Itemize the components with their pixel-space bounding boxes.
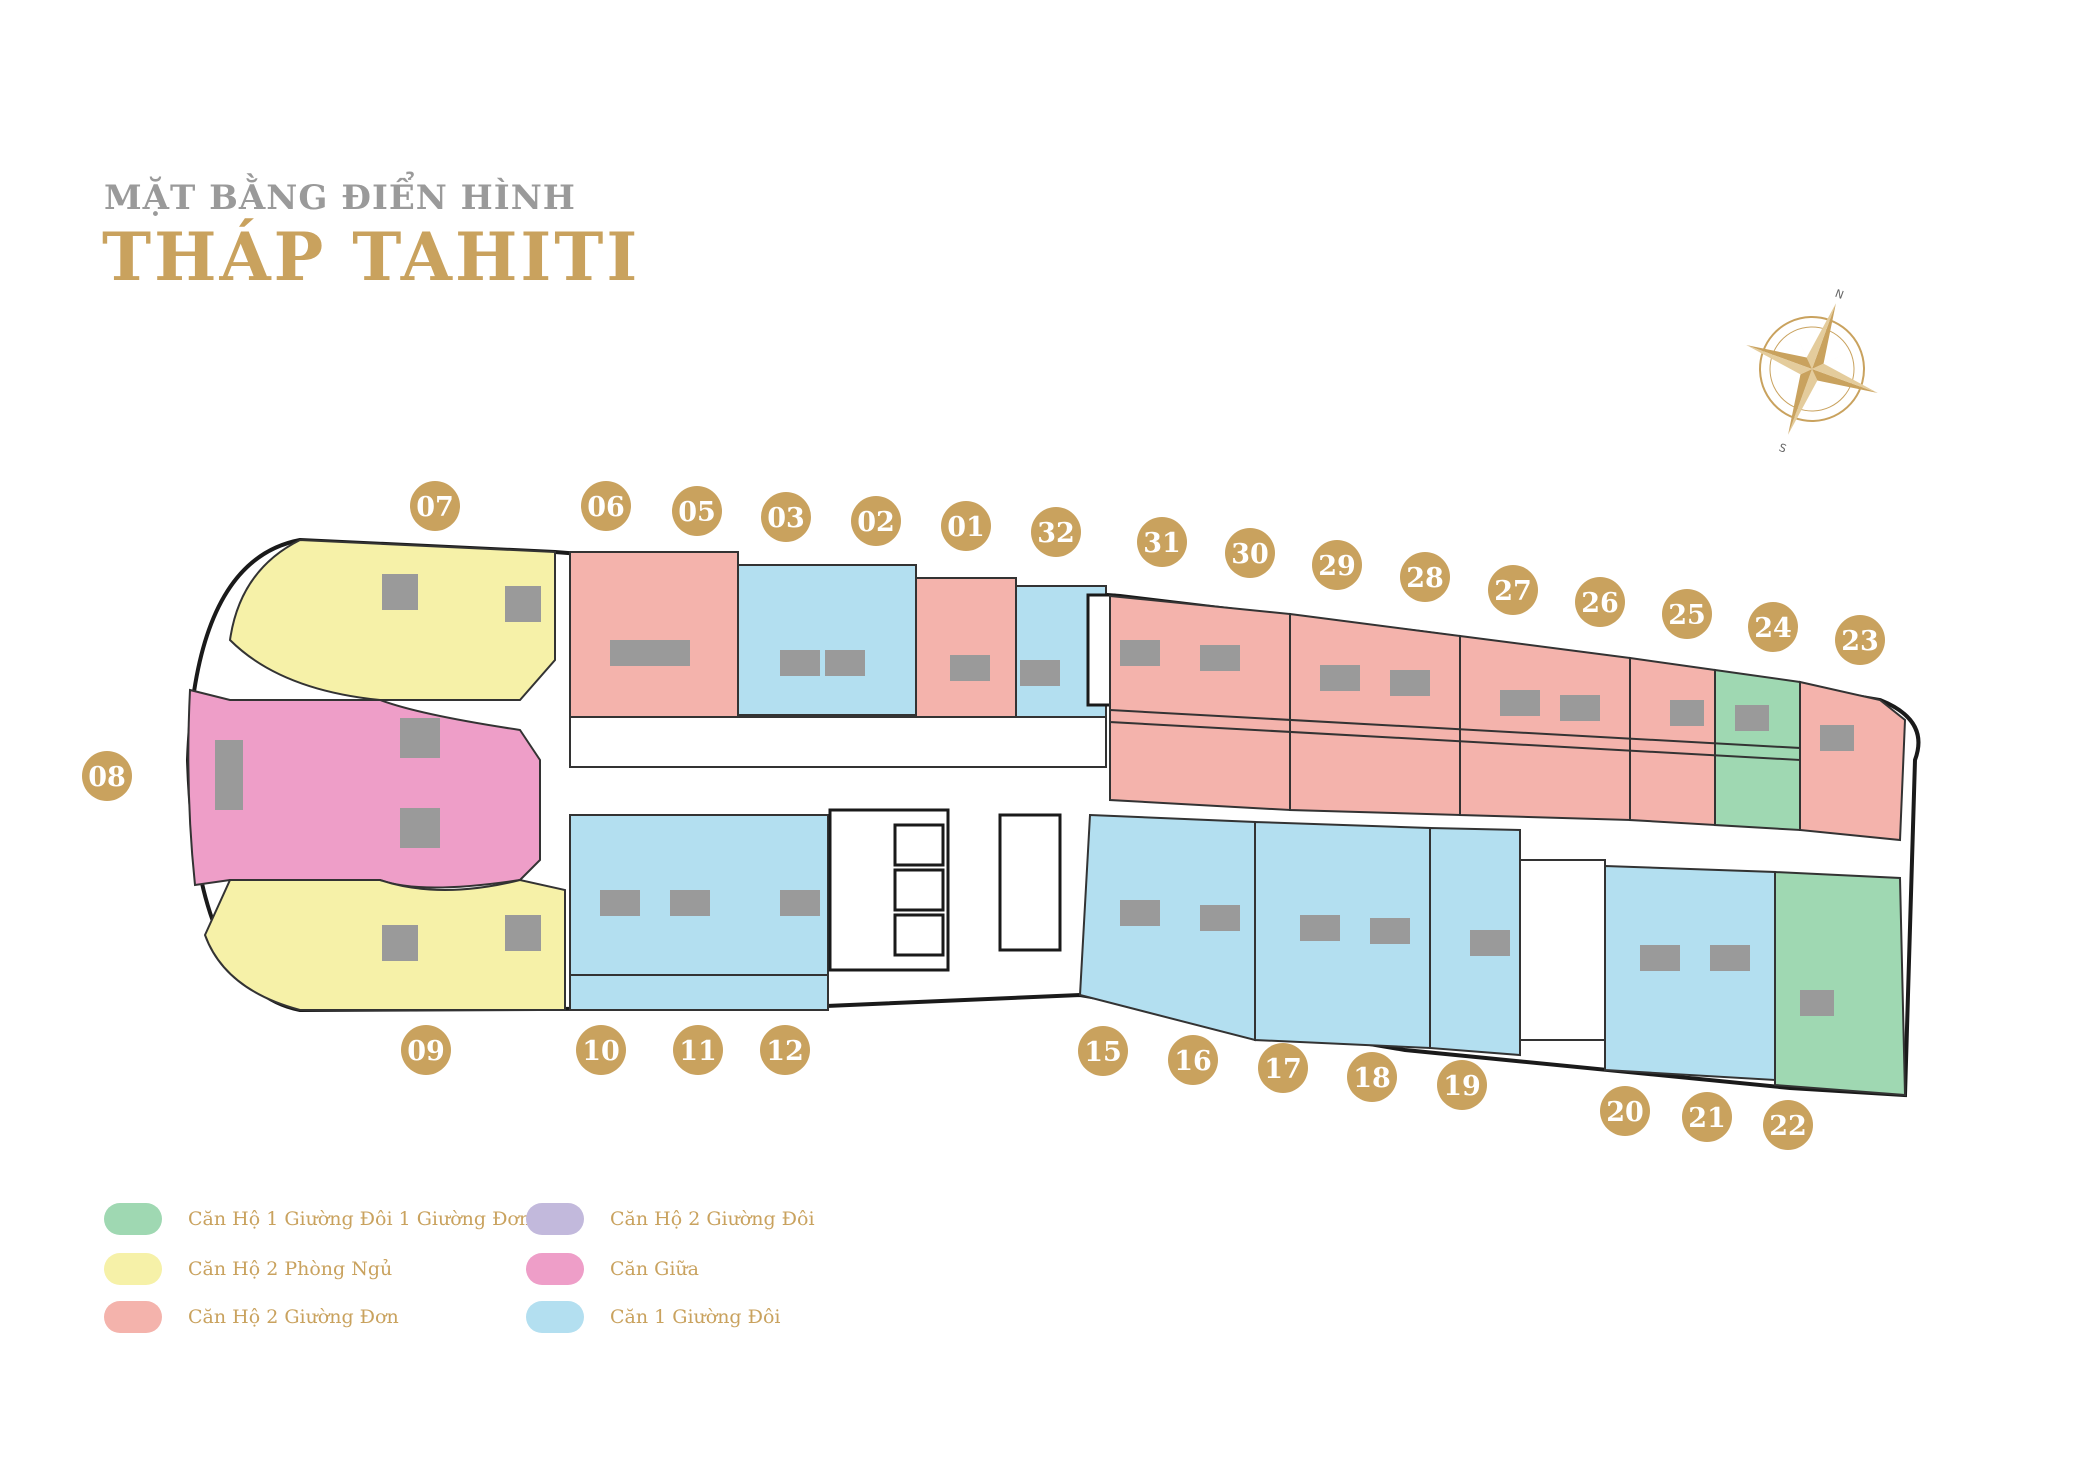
unit-label-20: 20 — [1606, 1097, 1644, 1128]
compass-rose-icon: N S — [1746, 287, 1878, 456]
unit-label-10: 10 — [582, 1036, 620, 1067]
legend-label: Căn Giữa — [610, 1258, 699, 1280]
unit-badge-18[interactable]: 18 — [1347, 1052, 1397, 1102]
legend-item-middle: Căn Giữa — [526, 1252, 699, 1286]
legend-item-2single: Căn Hộ 2 Giường Đơn — [104, 1300, 399, 1334]
unit-badge-05[interactable]: 05 — [672, 486, 722, 536]
unit-badge-02[interactable]: 02 — [851, 496, 901, 546]
legend-item-2bedroom: Căn Hộ 2 Phòng Ngủ — [104, 1252, 392, 1286]
unit-badge-03[interactable]: 03 — [761, 492, 811, 542]
furniture — [382, 574, 1854, 1016]
unit-label-09: 09 — [407, 1036, 445, 1067]
tower-title: THÁP TAHITI — [102, 218, 641, 296]
unit-badge-24[interactable]: 24 — [1748, 602, 1798, 652]
unit-badge-30[interactable]: 30 — [1225, 528, 1275, 578]
legend-item-1bed1single: Căn Hộ 1 Giường Đôi 1 Giường Đơn — [104, 1202, 531, 1236]
unit-badge-11[interactable]: 11 — [673, 1025, 723, 1075]
legend-item-1double: Căn 1 Giường Đôi — [526, 1300, 781, 1334]
dining-table — [215, 740, 243, 810]
unit-badge-32[interactable]: 32 — [1031, 507, 1081, 557]
unit-label-25: 25 — [1668, 600, 1706, 631]
unit-badge-07[interactable]: 07 — [410, 481, 460, 531]
legend-label: Căn Hộ 2 Giường Đơn — [188, 1306, 399, 1328]
legend-label: Căn 1 Giường Đôi — [610, 1306, 781, 1328]
unit-badge-21[interactable]: 21 — [1682, 1092, 1732, 1142]
unit-label-30: 30 — [1231, 539, 1269, 570]
legend-swatch-green — [104, 1203, 162, 1235]
unit-badge-09[interactable]: 09 — [401, 1025, 451, 1075]
unit-label-12: 12 — [766, 1036, 804, 1067]
unit-label-03: 03 — [767, 503, 805, 534]
unit-label-28: 28 — [1406, 563, 1444, 594]
unit-label-19: 19 — [1443, 1071, 1481, 1102]
unit-badge-29[interactable]: 29 — [1312, 540, 1362, 590]
unit-badge-17[interactable]: 17 — [1258, 1043, 1308, 1093]
unit-label-24: 24 — [1754, 613, 1792, 644]
zone-08 — [187, 688, 541, 889]
legend-swatch-yellow — [104, 1253, 162, 1285]
compass-north-label: N — [1833, 287, 1845, 302]
unit-badge-23[interactable]: 23 — [1835, 615, 1885, 665]
unit-label-17: 17 — [1264, 1054, 1302, 1085]
unit-label-26: 26 — [1581, 588, 1619, 619]
unit-label-31: 31 — [1143, 528, 1181, 559]
legend-label: Căn Hộ 1 Giường Đôi 1 Giường Đơn — [188, 1208, 532, 1230]
unit-badge-01[interactable]: 01 — [941, 501, 991, 551]
legend-swatch-pink — [526, 1253, 584, 1285]
north-row-west — [569, 551, 1107, 768]
unit-label-05: 05 — [678, 497, 716, 528]
unit-badge-10[interactable]: 10 — [576, 1025, 626, 1075]
unit-badge-31[interactable]: 31 — [1137, 517, 1187, 567]
unit-badge-27[interactable]: 27 — [1488, 565, 1538, 615]
plan-subtitle: MẶT BẰNG ĐIỂN HÌNH — [104, 178, 576, 218]
unit-badge-16[interactable]: 16 — [1168, 1035, 1218, 1085]
unit-label-06: 06 — [587, 492, 625, 523]
unit-label-02: 02 — [857, 507, 895, 538]
unit-badge-15[interactable]: 15 — [1078, 1026, 1128, 1076]
unit-badge-06[interactable]: 06 — [581, 481, 631, 531]
unit-label-23: 23 — [1841, 626, 1879, 657]
legend-swatch-blue — [526, 1301, 584, 1333]
compass-south-label: S — [1777, 441, 1788, 456]
unit-badge-08[interactable]: 08 — [82, 751, 132, 801]
unit-badge-26[interactable]: 26 — [1575, 577, 1625, 627]
unit-label-32: 32 — [1037, 518, 1075, 549]
unit-label-07: 07 — [416, 492, 454, 523]
unit-label-22: 22 — [1769, 1111, 1807, 1142]
unit-badge-22[interactable]: 22 — [1763, 1100, 1813, 1150]
legend-item-2double: Căn Hộ 2 Giường Đôi — [526, 1202, 815, 1236]
unit-badge-12[interactable]: 12 — [760, 1025, 810, 1075]
unit-badges: 07 06 05 03 02 01 32 31 30 29 28 27 26 2… — [82, 481, 1885, 1150]
legend-label: Căn Hộ 2 Phòng Ngủ — [188, 1258, 393, 1280]
legend-swatch-salmon — [104, 1301, 162, 1333]
legend-swatch-purple — [526, 1203, 584, 1235]
unit-badge-20[interactable]: 20 — [1600, 1086, 1650, 1136]
unit-label-08: 08 — [88, 762, 126, 793]
unit-label-27: 27 — [1494, 576, 1532, 607]
unit-badge-19[interactable]: 19 — [1437, 1060, 1487, 1110]
unit-label-01: 01 — [947, 512, 985, 543]
unit-badge-25[interactable]: 25 — [1662, 589, 1712, 639]
elevator-core — [828, 593, 1116, 972]
unit-label-11: 11 — [679, 1036, 717, 1067]
unit-label-29: 29 — [1318, 551, 1356, 582]
unit-label-16: 16 — [1174, 1046, 1212, 1077]
unit-badge-28[interactable]: 28 — [1400, 552, 1450, 602]
unit-label-18: 18 — [1353, 1063, 1391, 1094]
legend-label: Căn Hộ 2 Giường Đôi — [610, 1208, 815, 1230]
unit-label-21: 21 — [1688, 1103, 1726, 1134]
unit-label-15: 15 — [1084, 1037, 1122, 1068]
